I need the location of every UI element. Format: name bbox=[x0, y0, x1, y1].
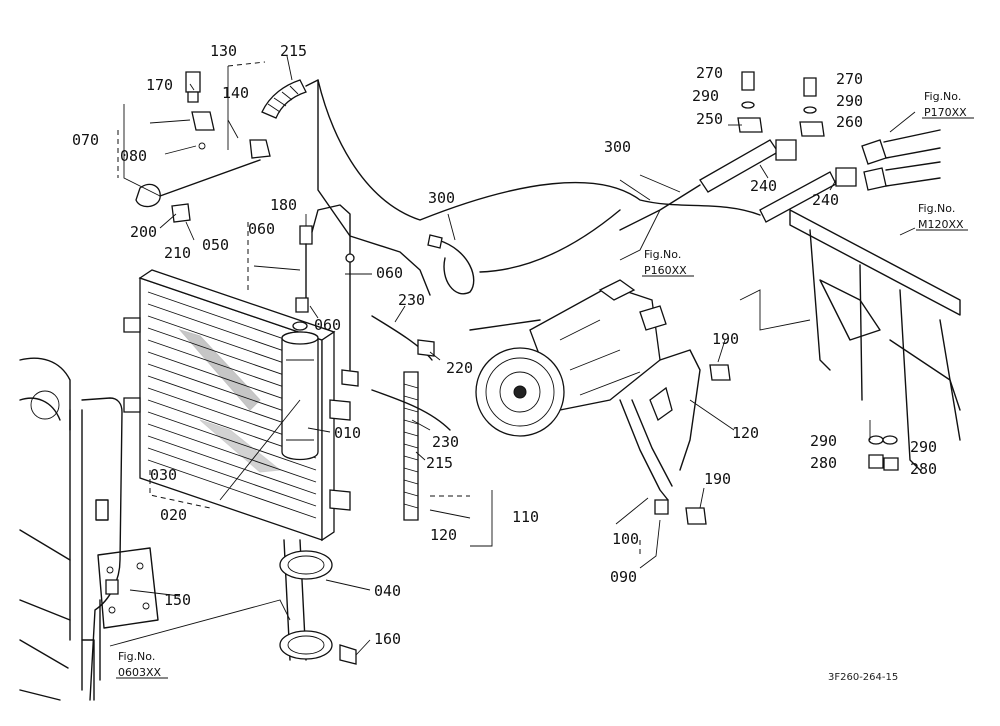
callout-010: 010 bbox=[334, 424, 361, 442]
callout-050: 050 bbox=[202, 236, 229, 254]
callout-215-lower: 215 bbox=[426, 454, 453, 472]
callout-290-lower-right: 290 bbox=[910, 438, 937, 456]
figure-ref-m120: Fig.No. M120XX bbox=[916, 202, 968, 231]
receiver-drier bbox=[281, 321, 319, 461]
hose-215-lower bbox=[371, 315, 451, 521]
callout-130: 130 bbox=[210, 42, 237, 60]
callout-250: 250 bbox=[696, 110, 723, 128]
clamps-and-bolts bbox=[737, 71, 825, 137]
callout-040: 040 bbox=[374, 582, 401, 600]
callout-080: 080 bbox=[120, 147, 147, 165]
nuts-washers bbox=[868, 435, 899, 471]
callout-290-lower-left: 290 bbox=[810, 432, 837, 450]
hose-band-left bbox=[427, 234, 475, 295]
callout-270-right: 270 bbox=[836, 70, 863, 88]
callout-290-right: 290 bbox=[836, 92, 863, 110]
compressor bbox=[469, 279, 667, 437]
callout-150: 150 bbox=[164, 591, 191, 609]
tractor-frame-left bbox=[19, 357, 159, 701]
callout-240-left: 240 bbox=[750, 177, 777, 195]
callout-190-lower: 190 bbox=[704, 470, 731, 488]
callout-280-left: 280 bbox=[810, 454, 837, 472]
callout-070: 070 bbox=[72, 131, 99, 149]
callout-215-upper: 215 bbox=[280, 42, 307, 60]
callout-060-c: 060 bbox=[314, 316, 341, 334]
callout-260: 260 bbox=[836, 113, 863, 131]
suction-pipe bbox=[317, 79, 761, 273]
pressure-switch-group bbox=[135, 71, 261, 223]
callout-210: 210 bbox=[164, 244, 191, 262]
discharge-hoses bbox=[619, 139, 857, 231]
drier-bracket bbox=[279, 539, 357, 665]
callout-labels: 070 080 170 130 140 215 200 210 180 060 … bbox=[72, 42, 937, 648]
svg-text:Fig.No.: Fig.No. bbox=[918, 202, 955, 215]
leader-lines bbox=[109, 55, 916, 656]
svg-text:M120XX: M120XX bbox=[918, 218, 964, 231]
callout-120-right: 120 bbox=[732, 424, 759, 442]
condenser bbox=[123, 269, 351, 542]
callout-300-right: 300 bbox=[604, 138, 631, 156]
callout-170: 170 bbox=[146, 76, 173, 94]
svg-text:P160XX: P160XX bbox=[644, 264, 687, 277]
chassis-frame-right bbox=[789, 209, 961, 471]
figure-ref-0603: Fig.No. 0603XX bbox=[116, 650, 168, 679]
callout-230-upper: 230 bbox=[398, 291, 425, 309]
svg-text:Fig.No.: Fig.No. bbox=[644, 248, 681, 261]
svg-text:Fig.No.: Fig.No. bbox=[118, 650, 155, 663]
drawing-code: 3F260-264-15 bbox=[828, 672, 898, 683]
callout-300-left: 300 bbox=[428, 189, 455, 207]
callout-180: 180 bbox=[270, 196, 297, 214]
callout-100: 100 bbox=[612, 530, 639, 548]
callout-240-right: 240 bbox=[812, 191, 839, 209]
callout-030: 030 bbox=[150, 466, 177, 484]
pipe-assembly-050 bbox=[295, 204, 359, 387]
figure-ref-p170: Fig.No. P170XX bbox=[922, 90, 974, 119]
callout-120-left: 120 bbox=[430, 526, 457, 544]
pipe-to-p170 bbox=[861, 129, 941, 191]
callout-220: 220 bbox=[446, 359, 473, 377]
svg-text:P170XX: P170XX bbox=[924, 106, 967, 119]
callout-060-b: 060 bbox=[376, 264, 403, 282]
callout-060-a: 060 bbox=[248, 220, 275, 238]
callout-280-right: 280 bbox=[910, 460, 937, 478]
callout-200: 200 bbox=[130, 223, 157, 241]
svg-text:0603XX: 0603XX bbox=[118, 666, 162, 679]
svg-text:Fig.No.: Fig.No. bbox=[924, 90, 961, 103]
callout-110: 110 bbox=[512, 508, 539, 526]
callout-190-upper: 190 bbox=[712, 330, 739, 348]
callout-020: 020 bbox=[160, 506, 187, 524]
callout-230-lower: 230 bbox=[432, 433, 459, 451]
callout-270-left: 270 bbox=[696, 64, 723, 82]
figure-ref-p160: Fig.No. P160XX bbox=[642, 248, 694, 277]
callout-290-left: 290 bbox=[692, 87, 719, 105]
callout-140: 140 bbox=[222, 84, 249, 102]
compressor-hoses bbox=[619, 349, 731, 525]
callout-160: 160 bbox=[374, 630, 401, 648]
hose-215-upper bbox=[249, 79, 431, 296]
callout-090: 090 bbox=[610, 568, 637, 586]
figure-refs: Fig.No. P170XX Fig.No. M120XX Fig.No. P1… bbox=[116, 90, 974, 679]
